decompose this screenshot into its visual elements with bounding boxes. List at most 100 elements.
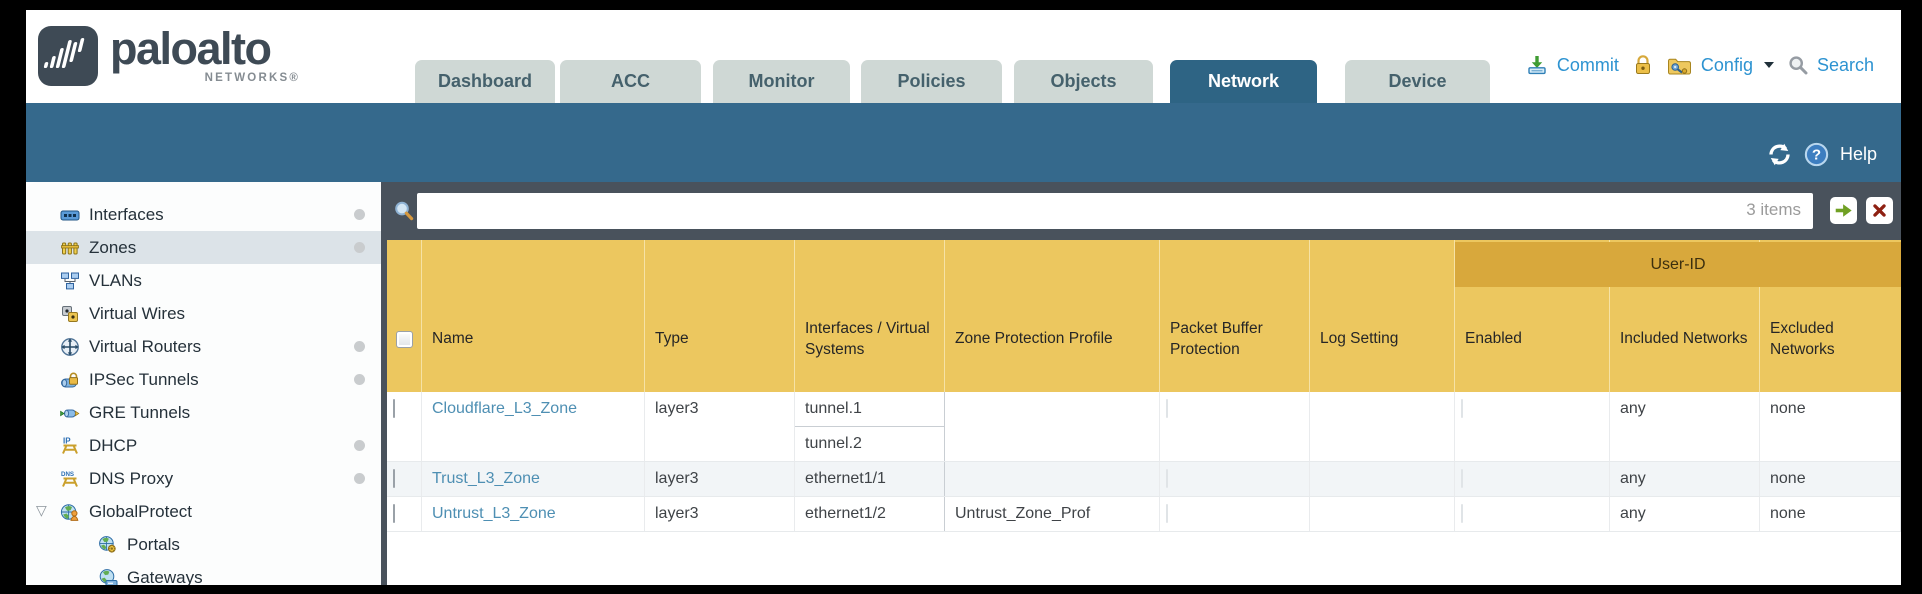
zone-name-link[interactable]: Untrust_L3_Zone	[422, 497, 645, 531]
chevron-down-icon[interactable]	[1763, 62, 1774, 68]
column-header-enabled[interactable]: Enabled	[1455, 240, 1610, 392]
clear-filter-button[interactable]	[1866, 197, 1893, 224]
sidebar-item-zones[interactable]: Zones	[26, 231, 381, 264]
user-id-enabled-checkbox[interactable]	[1461, 399, 1463, 418]
zone-type: layer3	[645, 462, 795, 496]
config-icon	[1667, 55, 1692, 76]
tab-dashboard[interactable]: Dashboard	[415, 60, 555, 103]
sidebar-item-dns-proxy[interactable]: DNS DNS Proxy	[26, 462, 381, 495]
column-header-name[interactable]: Name	[422, 240, 645, 392]
dns-proxy-icon: DNS	[60, 469, 80, 489]
row-checkbox-cell	[387, 462, 422, 496]
search-button[interactable]: Search	[1816, 54, 1874, 75]
tab-monitor[interactable]: Monitor	[713, 60, 850, 103]
tab-objects[interactable]: Objects	[1014, 60, 1153, 103]
search-icon	[1788, 55, 1808, 75]
packet-buffer-checkbox[interactable]	[1166, 399, 1168, 418]
column-header-excluded-networks[interactable]: Excluded Networks	[1770, 320, 1835, 358]
user-id-enabled-cell	[1455, 392, 1610, 461]
virtual-wires-icon	[60, 304, 80, 324]
zone-interfaces-cell: ethernet1/2	[795, 497, 945, 531]
sidebar-item-virtual-routers[interactable]: Virtual Routers	[26, 330, 381, 363]
sidebar-item-ipsec-tunnels[interactable]: IPSec Tunnels	[26, 363, 381, 396]
app-header: paloalto NETWORKS® Dashboard ACC Monitor…	[26, 10, 1901, 103]
row-checkbox-cell	[387, 392, 422, 461]
zone-protection-profile: Untrust_Zone_Prof	[945, 497, 1160, 531]
excluded-networks: none	[1760, 497, 1901, 531]
interface-item[interactable]: tunnel.1	[795, 392, 944, 427]
paloalto-logo: paloalto NETWORKS®	[110, 24, 300, 84]
column-header-included-networks[interactable]: Included Networks	[1610, 240, 1760, 392]
lock-icon[interactable]	[1633, 54, 1653, 76]
expand-triangle-icon[interactable]: ▽	[36, 501, 47, 518]
filter-bar: 3 items	[387, 182, 1901, 240]
sidebar-item-gateways[interactable]: Gateways	[26, 561, 381, 585]
log-setting	[1310, 497, 1455, 531]
column-header-packet-buffer-protection[interactable]: Packet Buffer Protection	[1160, 240, 1310, 392]
interface-item[interactable]: ethernet1/1	[805, 470, 886, 487]
sidebar-item-globalprotect[interactable]: ▽ GlobalProtect	[26, 495, 381, 528]
zone-name-link[interactable]: Trust_L3_Zone	[422, 462, 645, 496]
zone-type: layer3	[645, 392, 795, 461]
gre-tunnels-icon	[60, 403, 80, 423]
zone-name-link[interactable]: Cloudflare_L3_Zone	[422, 392, 645, 461]
column-header-zone-protection-profile[interactable]: Zone Protection Profile	[945, 240, 1160, 392]
row-checkbox-cell	[387, 497, 422, 531]
user-id-group-header: User-ID	[1455, 242, 1901, 287]
config-button[interactable]: Config	[1700, 54, 1753, 75]
user-id-enabled-cell	[1455, 462, 1610, 496]
sidebar-item-label: Gateways	[127, 567, 203, 586]
sidebar-item-label: VLANs	[89, 270, 142, 290]
tab-policies[interactable]: Policies	[861, 60, 1002, 103]
context-bar: ? Help	[26, 103, 1901, 182]
paloalto-logo-icon	[38, 26, 98, 86]
sidebar-item-label: Zones	[89, 237, 137, 257]
column-header-log-setting[interactable]: Log Setting	[1310, 240, 1455, 392]
tab-device[interactable]: Device	[1345, 60, 1490, 103]
packet-buffer-checkbox[interactable]	[1166, 504, 1168, 523]
row-checkbox[interactable]	[393, 469, 395, 488]
column-header-interfaces[interactable]: Interfaces / Virtual Systems	[795, 240, 945, 392]
globalprotect-icon	[60, 502, 80, 522]
row-checkbox[interactable]	[393, 399, 395, 418]
row-checkbox[interactable]	[393, 504, 395, 523]
sidebar-item-label: DNS Proxy	[89, 468, 174, 488]
user-id-enabled-cell	[1455, 497, 1610, 531]
sidebar-item-virtual-wires[interactable]: Virtual Wires	[26, 297, 381, 330]
sidebar-item-label: IPSec Tunnels	[89, 369, 199, 389]
item-dot	[354, 374, 365, 385]
header-checkbox-cell	[387, 240, 422, 392]
user-id-enabled-checkbox[interactable]	[1461, 469, 1463, 488]
tab-acc[interactable]: ACC	[560, 60, 701, 103]
sidebar-item-dhcp[interactable]: IP DHCP	[26, 429, 381, 462]
included-networks: any	[1610, 392, 1760, 461]
sidebar-item-portals[interactable]: Portals	[26, 528, 381, 561]
interface-item[interactable]: tunnel.2	[805, 435, 862, 452]
select-all-checkbox[interactable]	[395, 331, 413, 348]
included-networks: any	[1610, 462, 1760, 496]
help-link[interactable]: Help	[1839, 144, 1877, 164]
brand-text: paloalto	[110, 23, 272, 74]
gateways-icon	[98, 568, 118, 585]
packet-buffer-checkbox[interactable]	[1166, 469, 1168, 488]
sidebar-item-interfaces[interactable]: Interfaces	[26, 198, 381, 231]
item-dot	[354, 242, 365, 253]
item-dot	[354, 473, 365, 484]
help-icon[interactable]: ?	[1804, 142, 1829, 167]
sidebar-item-vlans[interactable]: VLANs	[26, 264, 381, 297]
zones-content: 3 items User-ID Name Type Interfaces	[381, 182, 1901, 585]
commit-icon	[1526, 54, 1548, 76]
apply-filter-button[interactable]	[1830, 197, 1857, 224]
commit-button[interactable]: Commit	[1556, 54, 1619, 75]
user-id-enabled-checkbox[interactable]	[1461, 504, 1463, 523]
included-networks: any	[1610, 497, 1760, 531]
tab-network[interactable]: Network	[1170, 60, 1317, 103]
svg-text:?: ?	[1812, 147, 1821, 164]
refresh-icon[interactable]	[1766, 141, 1793, 168]
sidebar-item-label: GlobalProtect	[89, 501, 192, 521]
interface-item[interactable]: ethernet1/2	[805, 505, 886, 522]
sidebar-item-gre-tunnels[interactable]: GRE Tunnels	[26, 396, 381, 429]
portals-icon	[98, 535, 118, 555]
filter-input[interactable]	[417, 193, 1813, 229]
column-header-type[interactable]: Type	[645, 240, 795, 392]
